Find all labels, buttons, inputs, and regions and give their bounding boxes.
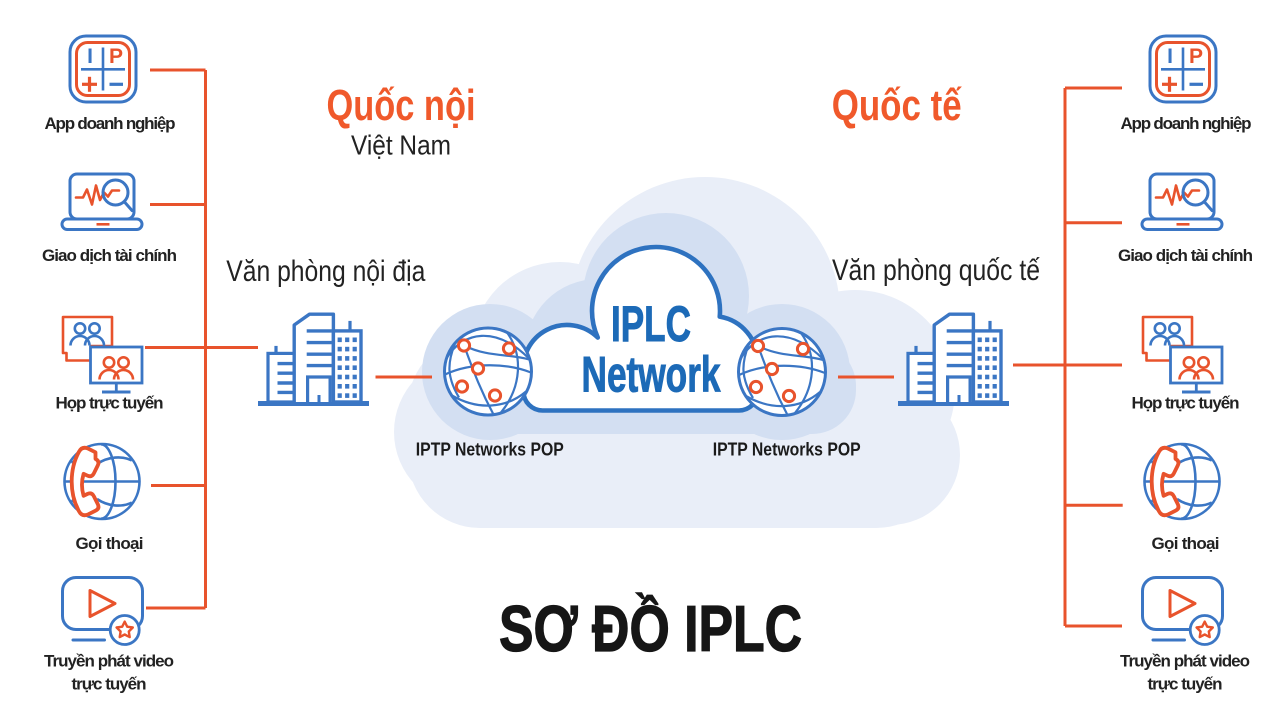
- left-bracket: [145, 68, 258, 610]
- left-office-building-icon: [258, 314, 369, 403]
- financial-trading-icon: [60, 172, 144, 231]
- voice-call-icon: [1142, 442, 1222, 521]
- online-meeting-icon: [61, 315, 144, 394]
- service-label-video-streaming-line1: Truyền phát video: [1120, 652, 1250, 671]
- left-heading: Quốc nội: [327, 81, 476, 130]
- service-label-financial-trading: Giao dịch tài chính: [1118, 246, 1253, 265]
- right-heading: Quốc tế: [832, 81, 962, 130]
- right-office-label: Văn phòng quốc tế: [832, 254, 1040, 287]
- business-app-icon: [68, 34, 138, 104]
- left-pop-label: IPTP Networks POP: [416, 439, 564, 459]
- financial-trading-icon: [1140, 172, 1224, 231]
- video-streaming-icon: [61, 576, 144, 646]
- ip-badge-letter-i: I: [87, 45, 93, 68]
- service-label-online-meeting: Họp trực tuyến: [1132, 394, 1240, 413]
- service-label-online-meeting: Họp trực tuyến: [56, 394, 164, 413]
- right-bracket: [1013, 86, 1123, 628]
- right-pop-label: IPTP Networks POP: [713, 439, 861, 459]
- service-label-video-streaming-line1: Truyền phát video: [44, 652, 174, 671]
- service-label-voice-call: Gọi thoại: [76, 534, 144, 553]
- service-label-video-streaming-line2: trực tuyến: [1148, 675, 1223, 694]
- service-label-video-streaming-line2: trực tuyến: [72, 675, 147, 694]
- cloud-core: [520, 244, 761, 413]
- left-subheading: Việt Nam: [351, 130, 451, 161]
- ip-badge-letter-i: I: [1167, 45, 1173, 68]
- business-app-icon: [1148, 34, 1218, 104]
- left-pop-globe-icon: [443, 326, 533, 417]
- ip-badge-letter-p: P: [1189, 45, 1203, 68]
- service-label-financial-trading: Giao dịch tài chính: [42, 246, 177, 265]
- left-office-label: Văn phòng nội địa: [226, 255, 425, 288]
- voice-call-icon: [62, 442, 142, 521]
- cloud-title-line2: Network: [582, 347, 721, 403]
- right-pop-globe-icon: [737, 327, 827, 417]
- cloud-title-line1: IPLC: [611, 296, 691, 352]
- online-meeting-icon: [1141, 315, 1224, 394]
- ip-badge-letter-p: P: [109, 45, 123, 68]
- service-label-business-app: App doanh nghiệp: [1121, 114, 1252, 133]
- video-streaming-icon: [1141, 576, 1224, 646]
- diagram-title: SƠ ĐỒ IPLC: [499, 592, 802, 665]
- service-label-business-app: App doanh nghiệp: [45, 114, 176, 133]
- connector-lines: [145, 68, 1123, 628]
- service-label-voice-call: Gọi thoại: [1152, 534, 1220, 553]
